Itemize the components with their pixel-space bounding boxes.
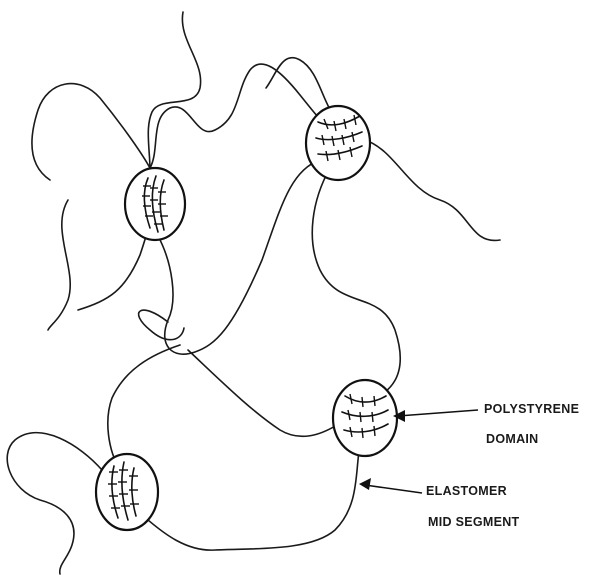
polystyrene-domain: [96, 454, 158, 530]
polystyrene-label-line2: DOMAIN: [486, 432, 539, 446]
polystyrene-arrow: [393, 410, 478, 422]
elastomer-label-line1: ELASTOMER: [426, 484, 507, 498]
polystyrene-domain: [333, 380, 397, 456]
elastomer-chain: [312, 168, 400, 392]
elastomer-chain: [148, 445, 360, 550]
elastomer-chain: [7, 433, 102, 574]
elastomer-chain: [139, 310, 184, 340]
polystyrene-label-line1: POLYSTYRENE: [484, 402, 579, 416]
elastomer-arrow: [359, 478, 422, 493]
elastomer-chain: [48, 200, 70, 330]
elastomer-chain: [365, 140, 500, 240]
elastomer-chain: [32, 84, 150, 180]
elastomer-label-line2: MID SEGMENT: [428, 515, 520, 529]
polystyrene-domain: [306, 106, 370, 180]
elastomer-chain: [150, 64, 330, 168]
elastomer-chain: [108, 345, 180, 470]
elastomer-chain: [188, 350, 345, 436]
polystyrene-domain: [125, 168, 185, 240]
elastomer-chain: [148, 12, 200, 170]
